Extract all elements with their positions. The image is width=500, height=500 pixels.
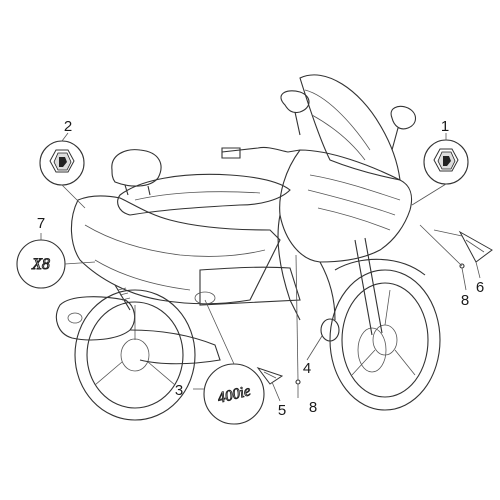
- callout-3: 3: [175, 382, 183, 399]
- right-mirror: [390, 105, 417, 151]
- callout-8-front: 8: [461, 292, 469, 309]
- 400ie-lettering: 400ie: [216, 383, 253, 407]
- x8-lettering: X8: [31, 256, 50, 273]
- callouts: 1 2 3 4 5 6 7 8 8: [37, 118, 484, 419]
- handlebar: [221, 146, 301, 153]
- front-wheel: [329, 269, 441, 411]
- piaggio-logo-icon: [423, 139, 469, 185]
- rear-wheel: [74, 289, 196, 421]
- leader-lines: [40, 132, 481, 402]
- scooter-illustration: [55, 74, 441, 421]
- callout-1: 1: [441, 118, 449, 135]
- callout-6: 6: [476, 279, 484, 296]
- windshield: [299, 74, 401, 181]
- front-fairing: [279, 149, 413, 263]
- callout-7: 7: [37, 215, 45, 232]
- x8-emblem-icon: X8: [16, 239, 66, 289]
- callout-5: 5: [278, 402, 286, 419]
- backrest: [111, 149, 162, 187]
- callout-4: 4: [303, 360, 311, 377]
- left-mirror: [280, 90, 310, 136]
- piaggio-logo-icon: [39, 140, 85, 186]
- seat: [117, 173, 291, 216]
- 400ie-emblem-icon: 400ie: [203, 363, 265, 425]
- callout-8-rear: 8: [309, 399, 317, 416]
- callout-2: 2: [64, 118, 72, 135]
- rear-body: [70, 195, 281, 305]
- fastener-8-bottom: [295, 379, 301, 385]
- fork-badge: [320, 318, 340, 342]
